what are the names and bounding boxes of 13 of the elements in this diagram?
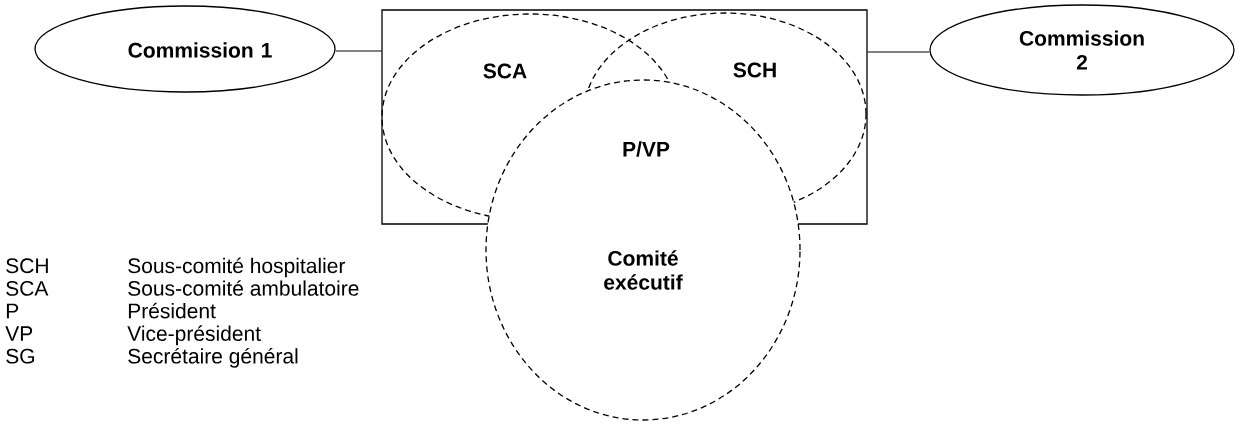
abbreviation-meaning: Président [128,302,216,319]
abbreviation: SCH [6,258,48,274]
connector-line [335,50,382,52]
connector-line [867,51,930,53]
abbreviation: SG [6,348,34,364]
abbreviation-meaning: Sous-comité hospitalier [128,257,346,278]
abbreviation-meaning: Secrétaire général [128,347,298,368]
abbreviation-meaning: Sous-comité ambulatoire [128,280,359,296]
role-label: P/VP [623,141,670,157]
abbreviation: VP [5,326,33,341]
abbreviation: P [6,303,19,319]
abbreviation: SCA [6,280,49,296]
abbreviation-meaning: Vice-président [127,325,261,346]
